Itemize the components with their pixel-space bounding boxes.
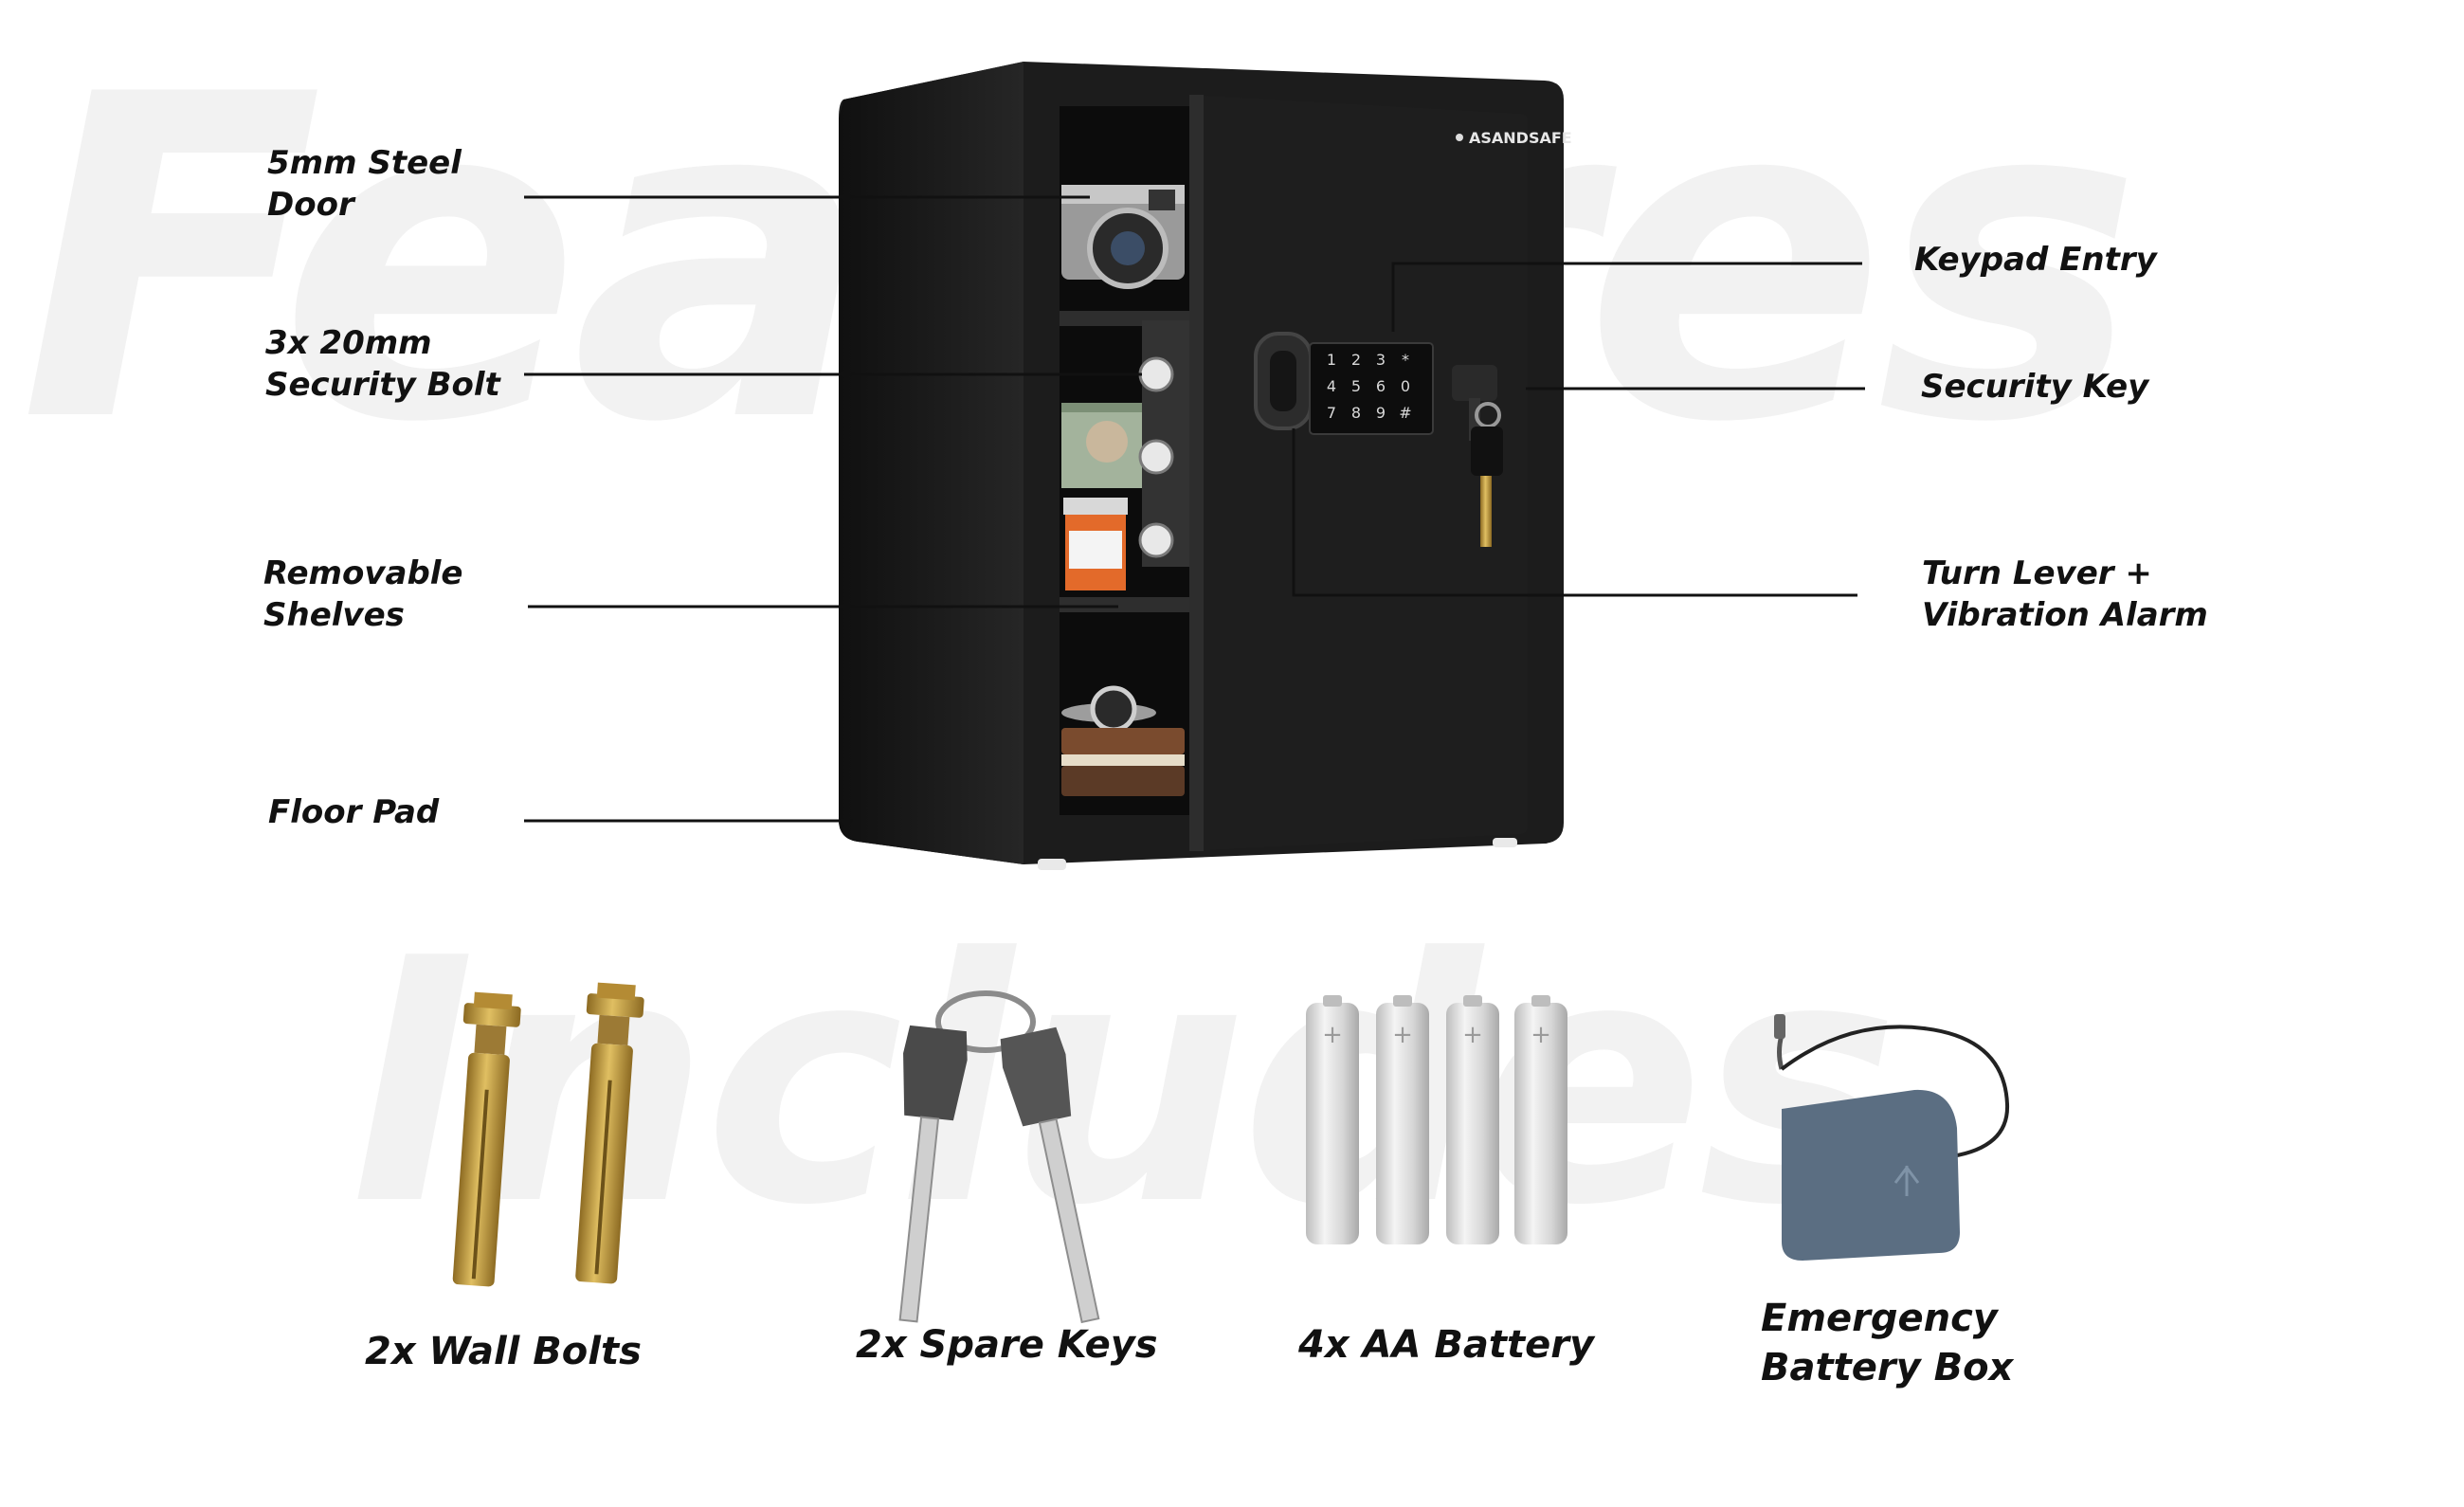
svg-text:+: +	[1531, 1021, 1551, 1049]
wall-bolts-image	[452, 982, 644, 1287]
feature-label-security-key: Security Key	[1921, 368, 2149, 406]
feature-label-steel-door: 5mm Steel Door	[267, 144, 462, 225]
key-in-lock	[1452, 365, 1503, 547]
callout-lever-line	[1292, 428, 1857, 597]
keypad-key: 4	[1327, 377, 1336, 395]
watch	[1061, 685, 1156, 733]
keypad-key: 2	[1351, 351, 1361, 369]
feature-label-turn-lever: Turn Lever + Vibration Alarm	[1922, 554, 2208, 635]
keypad-key: *	[1402, 351, 1409, 369]
svg-text:+: +	[1462, 1021, 1483, 1049]
floor-pad-back	[1493, 838, 1517, 847]
svg-text:+: +	[1322, 1021, 1343, 1049]
brand-logo: ASANDSAFE	[1456, 129, 1572, 147]
keypad-key: 8	[1351, 404, 1361, 422]
feature-label-keypad-entry: Keypad Entry	[1914, 241, 2157, 279]
include-label-aa-battery: 4x AA Battery	[1298, 1323, 1595, 1367]
security-bolts	[1138, 356, 1174, 558]
keypad-key: 1	[1327, 351, 1336, 369]
shelf-bottom	[1060, 597, 1190, 612]
camera	[1061, 185, 1185, 289]
keypad-key: 6	[1376, 377, 1386, 395]
keypad-key: 0	[1401, 377, 1410, 395]
include-label-wall-bolts: 2x Wall Bolts	[365, 1330, 642, 1373]
svg-text:+: +	[1392, 1021, 1413, 1049]
include-label-battery-box: Emergency Battery Box	[1761, 1297, 2014, 1389]
floor-pad-front	[1038, 859, 1066, 870]
keypad-key: 7	[1327, 404, 1336, 422]
feature-label-removable-shelves: Removable Shelves	[263, 554, 463, 635]
callout-lines	[524, 195, 1865, 823]
safe-door	[1189, 95, 1528, 851]
books	[1061, 728, 1185, 796]
svg-text:ASANDSAFE: ASANDSAFE	[1469, 129, 1572, 147]
feature-label-security-bolt: 3x 20mm Security Bolt	[265, 324, 500, 405]
keypad-key: 9	[1376, 404, 1386, 422]
battery-box-image	[1774, 1014, 2010, 1261]
spare-keys-image	[898, 990, 1100, 1324]
callout-keypad-line	[1391, 262, 1862, 332]
keypad-key: 5	[1351, 377, 1361, 395]
safe-side-panel	[839, 62, 1024, 864]
keypad-key: #	[1399, 404, 1411, 422]
feature-label-floor-pad: Floor Pad	[268, 793, 440, 831]
medicine-bottle	[1063, 498, 1128, 590]
turn-lever	[1254, 332, 1313, 430]
batteries-image: + + + +	[1306, 995, 1567, 1244]
include-label-spare-keys: 2x Spare Keys	[856, 1323, 1158, 1367]
keypad-key: 3	[1376, 351, 1386, 369]
